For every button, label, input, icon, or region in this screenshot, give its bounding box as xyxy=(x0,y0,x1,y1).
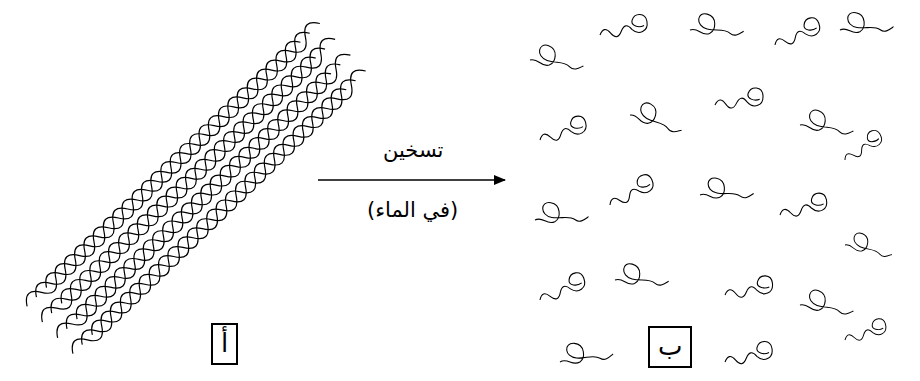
condition-text: (في الماء) xyxy=(367,196,458,224)
figure-letter: أ xyxy=(221,326,228,360)
condition-label: (في الماء) xyxy=(364,196,461,224)
condition-label: تسخين xyxy=(380,136,446,164)
figure-letter: ب xyxy=(658,329,682,363)
condition-text: تسخين xyxy=(383,136,443,164)
label-box: أ xyxy=(211,323,238,365)
triple-helix-fibre xyxy=(22,18,372,360)
random-coils xyxy=(530,11,895,367)
label-box: ب xyxy=(648,326,692,368)
reaction-arrow xyxy=(318,179,505,181)
